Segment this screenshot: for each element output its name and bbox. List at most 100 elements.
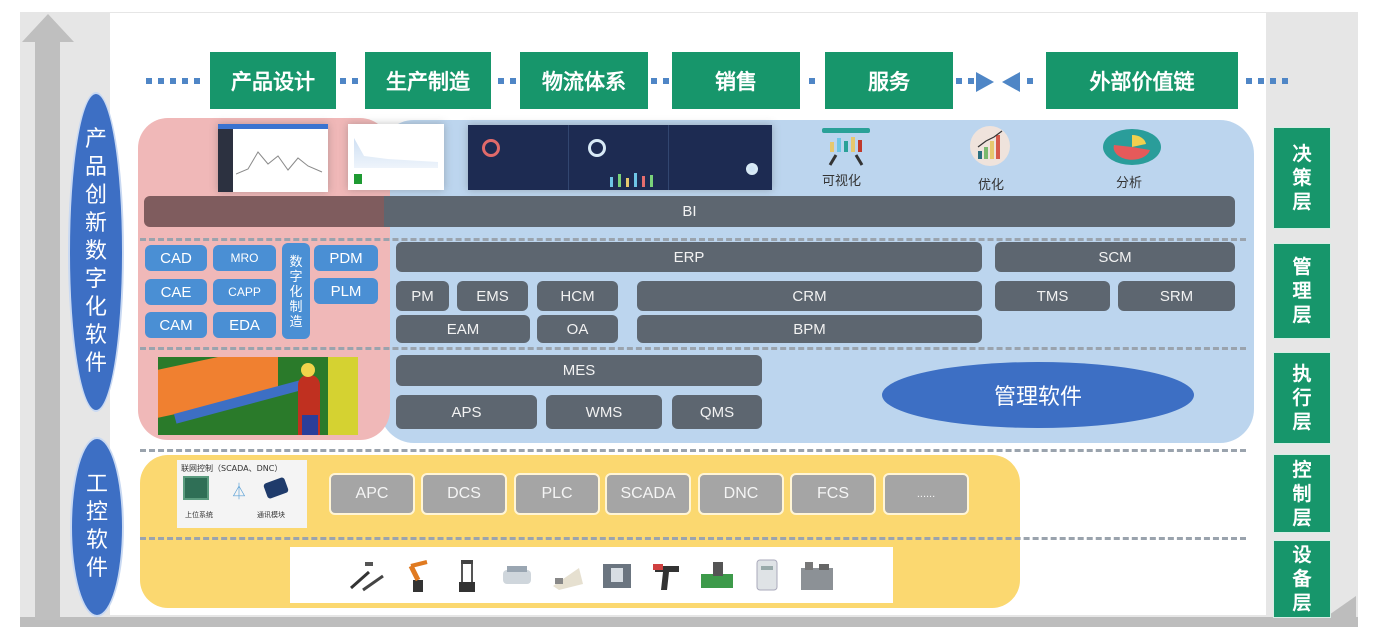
char: 数 <box>84 239 107 264</box>
stage-logistics: 物流体系 <box>520 52 648 109</box>
layer-divider <box>140 347 1246 350</box>
stage-external-value-chain: 外部价值链 <box>1046 52 1238 109</box>
machining-center-icon <box>599 558 635 592</box>
handheld-tools-icon <box>349 558 385 592</box>
comm-module-icon <box>262 476 290 500</box>
char: 字 <box>84 267 107 292</box>
system-oa: OA <box>537 315 618 343</box>
robot-arm-icon <box>399 558 435 592</box>
visualization-icon <box>820 128 872 170</box>
system-bpm: BPM <box>637 315 982 343</box>
visualization-label: 可视化 <box>822 174 862 189</box>
scada-title: 联网控制（SCADA、DNC） <box>181 464 283 473</box>
char: 件 <box>84 351 107 376</box>
char: 数 <box>289 253 303 269</box>
cabinet-icon <box>749 558 785 592</box>
device-strip <box>290 547 893 603</box>
system-scm: SCM <box>995 242 1235 272</box>
char: 品 <box>84 155 107 180</box>
test-machine-icon <box>449 558 485 592</box>
optimization-icon <box>964 125 1016 171</box>
module-cae: CAE <box>145 279 207 305</box>
char: 件 <box>85 556 108 581</box>
layer-control: 控制层 <box>1273 454 1331 533</box>
layer-divider <box>140 537 1246 540</box>
stage-product-design: 产品设计 <box>210 52 336 109</box>
optimization-label: 优化 <box>978 178 1005 193</box>
chain-connector <box>651 78 669 86</box>
system-aps: APS <box>396 395 537 429</box>
stage-sales: 销售 <box>672 52 800 109</box>
char: 层 <box>1292 506 1312 529</box>
char: 层 <box>1292 411 1312 433</box>
char: 层 <box>1292 191 1312 213</box>
module-capp: CAPP <box>213 279 276 305</box>
char: 层 <box>1292 592 1312 614</box>
frame-bottom-bar <box>20 617 1358 627</box>
control-scada: SCADA <box>605 473 691 515</box>
scada-panel: 联网控制（SCADA、DNC） ⏃ 上位系统 通讯模块 <box>177 460 307 528</box>
system-hcm: HCM <box>537 281 618 311</box>
module-eda: EDA <box>213 312 276 338</box>
control-fcs: FCS <box>790 473 876 515</box>
comm-module-label: 通讯模块 <box>257 511 285 519</box>
char: 控 <box>1292 458 1312 481</box>
control-dcs: DCS <box>421 473 507 515</box>
char: 备 <box>1292 568 1312 590</box>
char: 新 <box>84 211 107 236</box>
char: 理 <box>1292 280 1312 302</box>
control-dnc: DNC <box>698 473 784 515</box>
chain-connector <box>498 78 516 86</box>
system-srm: SRM <box>1118 281 1235 311</box>
chain-connector <box>809 78 815 86</box>
char: 行 <box>1292 387 1312 409</box>
char: 控 <box>85 500 108 525</box>
factory-image <box>158 357 358 435</box>
plm-screenshot <box>218 124 328 192</box>
system-erp: ERP <box>396 242 982 272</box>
char: 产 <box>84 127 107 152</box>
layer-divider <box>140 238 1246 241</box>
stage-manufacturing: 生产制造 <box>365 52 491 109</box>
arrow-right-icon <box>976 72 994 92</box>
chain-connector <box>146 78 200 86</box>
chain-connector <box>956 78 974 86</box>
char: 执 <box>1292 363 1312 385</box>
module-pdm: PDM <box>314 245 378 271</box>
arrow-left-icon <box>1002 72 1020 92</box>
char: 造 <box>289 313 303 329</box>
frame-bottom-corner <box>1326 596 1356 617</box>
up-arrow-icon <box>22 14 74 42</box>
barcode-scanner-icon <box>649 558 685 592</box>
analysis-screenshot <box>348 124 444 190</box>
control-apc: APC <box>329 473 415 515</box>
digital-software-label: 产 品 创 新 数 字 化 软 件 <box>68 92 124 412</box>
control-more: ...... <box>883 473 969 515</box>
layer-management: 管理层 <box>1273 243 1331 339</box>
layer-decision: 决策层 <box>1273 127 1331 229</box>
antenna-icon: ⏃ <box>231 482 248 501</box>
module-digital-manufacturing: 数 字 化 制 造 <box>282 243 310 339</box>
agv-icon <box>499 558 535 592</box>
char: 软 <box>84 323 107 348</box>
line-chart-thumbnail <box>236 151 323 175</box>
system-ems: EMS <box>457 281 528 311</box>
system-pm: PM <box>396 281 449 311</box>
char: 化 <box>84 295 107 320</box>
up-arrow-shaft <box>35 40 60 620</box>
char: 策 <box>1292 167 1312 189</box>
analysis-label: 分析 <box>1116 176 1143 191</box>
chain-connector <box>340 78 358 86</box>
bi-bar: BI <box>144 196 1235 227</box>
module-cad: CAD <box>145 245 207 271</box>
system-crm: CRM <box>637 281 982 311</box>
module-mro: MRO <box>213 245 276 271</box>
char: 创 <box>84 183 107 208</box>
control-software-label: 工 控 软 件 <box>70 437 124 617</box>
system-eam: EAM <box>396 315 530 343</box>
layer-device: 设备层 <box>1273 540 1331 618</box>
cnc-machine-icon <box>549 558 585 592</box>
system-wms: WMS <box>546 395 662 429</box>
char: 字 <box>289 268 303 284</box>
char: 化 <box>289 283 303 299</box>
